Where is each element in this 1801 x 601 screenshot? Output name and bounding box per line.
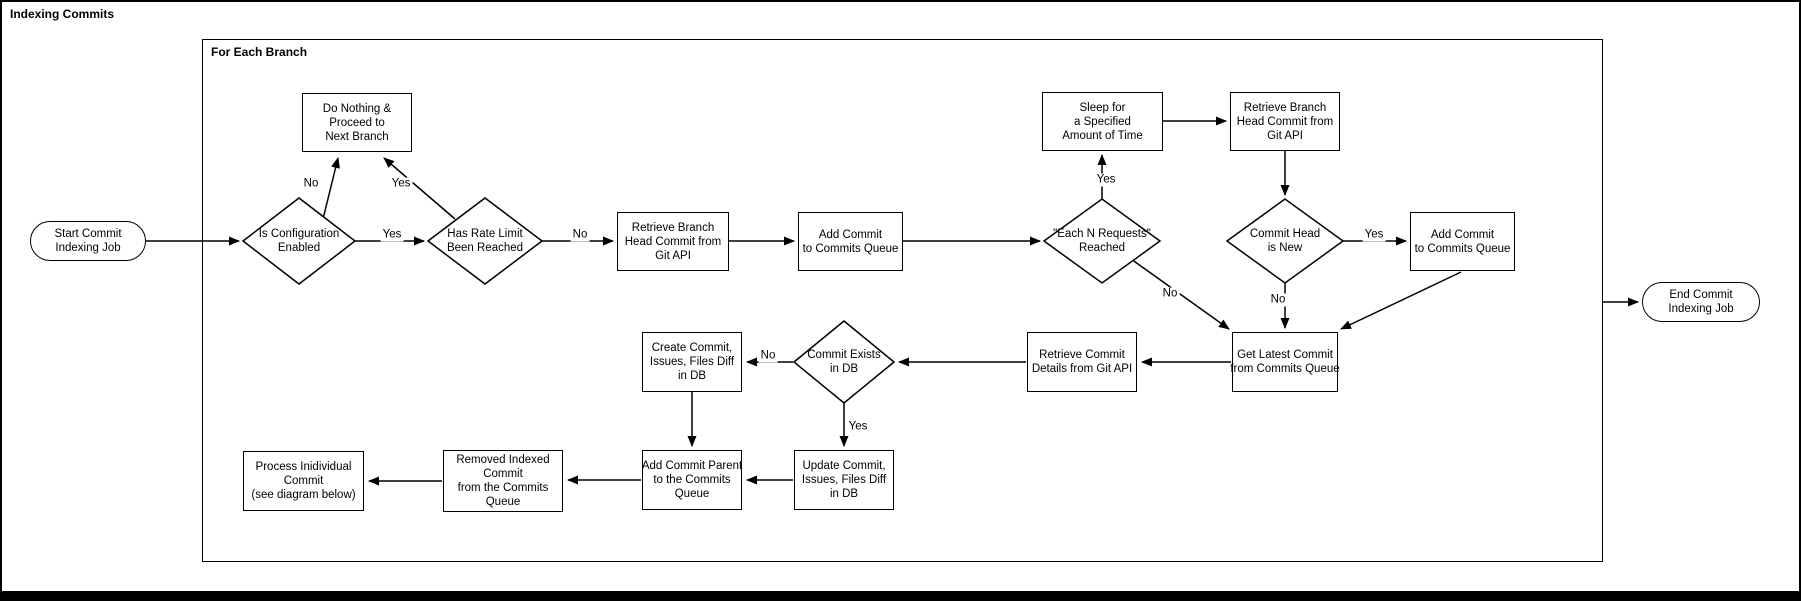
process-add-commit-to-queue-2[interactable]: Add Commit to Commits Queue [1410, 212, 1515, 271]
node-text-line: "Each N Requests" [1053, 228, 1151, 240]
decision-commit-head-is-new[interactable]: Commit Head is New [1233, 213, 1337, 269]
node-text-line: Add Commit Parent [641, 460, 743, 472]
edge-label-head-new-yes: Yes [1362, 228, 1386, 242]
for-each-branch-container[interactable]: For Each Branch [202, 39, 1603, 562]
node-text-line: Commit Exists [807, 349, 881, 361]
process-individual-commit[interactable]: Process Inidividual Commit (see diagram … [243, 451, 364, 511]
process-add-commit-to-queue-1[interactable]: Add Commit to Commits Queue [798, 212, 903, 271]
node-text-line: Sleep for [1079, 101, 1126, 114]
process-sleep[interactable]: Sleep for a Specified Amount of Time [1042, 92, 1163, 151]
node-text-line: Update Commit, [802, 460, 886, 472]
process-retrieve-commit-details[interactable]: Retrieve Commit Details from Git API [1027, 332, 1137, 392]
node-text-line: Amount of Time [1062, 129, 1143, 142]
decision-is-configuration-enabled[interactable]: Is Configuration Enabled [249, 213, 349, 269]
node-text-line: in DB [829, 363, 859, 375]
node-text-line: Been Reached [446, 242, 524, 254]
process-get-latest-commit[interactable]: Get Latest Commit from Commits Queue [1230, 332, 1340, 392]
node-text-line: Proceed to [329, 116, 385, 129]
node-text-line: Indexing Job [1668, 303, 1734, 315]
edge-label-config-no: No [301, 177, 321, 191]
node-text-line: Get Latest Commit [1237, 349, 1333, 361]
decision-each-n-requests[interactable]: "Each N Requests" Reached [1040, 213, 1164, 269]
node-text-line: Head Commit from [1236, 115, 1334, 128]
edge-label-config-yes: Yes [380, 228, 404, 242]
node-text-line: in DB [677, 370, 707, 382]
node-text-line: to Commits Queue [802, 242, 899, 255]
start-node[interactable]: Start Commit Indexing Job [30, 221, 146, 261]
node-text-line: Has Rate Limit [447, 228, 523, 240]
node-text-line: Add Commit [1430, 228, 1495, 241]
node-text-line: Process Inidividual [255, 461, 352, 473]
decision-commit-exists-in-db[interactable]: Commit Exists in DB [796, 334, 892, 390]
process-update-commit-db[interactable]: Update Commit, Issues, Files Diff in DB [794, 450, 894, 510]
node-text-line: (see diagram below) [251, 489, 356, 501]
node-text-line: Queue [485, 496, 521, 508]
node-text-line: Issues, Files Diff [801, 474, 887, 486]
end-node[interactable]: End Commit Indexing Job [1642, 282, 1760, 322]
node-text-line: is New [1267, 242, 1303, 254]
edge-label-each-n-yes: Yes [1094, 173, 1118, 187]
node-text-line: Commit Head [1249, 228, 1321, 240]
edge-label-each-n-no: No [1160, 287, 1180, 301]
node-text-line: Create Commit, [651, 342, 733, 354]
process-create-commit-db[interactable]: Create Commit, Issues, Files Diff in DB [642, 332, 742, 392]
process-do-nothing[interactable]: Do Nothing & Proceed to Next Branch [302, 93, 412, 152]
window-bottom-edge [2, 591, 1799, 599]
node-text-line: Queue [674, 488, 710, 500]
node-text-line: to Commits Queue [1414, 242, 1511, 255]
node-text-line: Retrieve Branch [1243, 101, 1327, 114]
node-text-line: Add Commit [818, 228, 883, 241]
decision-has-rate-limit[interactable]: Has Rate Limit Been Reached [432, 213, 538, 269]
node-text-line: Do Nothing & [322, 102, 392, 115]
edge-label-exists-yes: Yes [846, 420, 870, 434]
node-text-line: in DB [829, 488, 859, 500]
diagram-title: Indexing Commits [10, 7, 115, 21]
node-text-line: Commit [483, 468, 523, 480]
node-text-line: from Commits Queue [1230, 363, 1340, 375]
node-text-line: Retrieve Commit [1039, 349, 1125, 361]
node-text-line: from the Commits [457, 482, 549, 494]
node-text-line: Git API [1267, 129, 1303, 142]
process-add-commit-parent[interactable]: Add Commit Parent to the Commits Queue [642, 450, 742, 510]
node-text-line: Is Configuration [258, 228, 340, 240]
node-text-line: Git API [655, 249, 691, 262]
node-text-line: Next Branch [325, 130, 389, 143]
node-text-line: Start Commit [54, 228, 122, 240]
node-text-line: End Commit [1669, 289, 1733, 301]
node-text-line: to the Commits [653, 474, 731, 486]
edge-label-exists-no: No [758, 349, 778, 363]
node-text-line: Reached [1078, 242, 1126, 254]
node-text-line: Retrieve Branch [631, 221, 715, 234]
edge-label-rate-no: No [570, 228, 590, 242]
node-text-line: Commit [283, 475, 324, 487]
node-text-line: Indexing Job [55, 242, 121, 254]
node-text-line: Head Commit from [624, 235, 722, 248]
node-text-line: a Specified [1074, 115, 1131, 128]
process-remove-indexed-commit[interactable]: Removed Indexed Commit from the Commits … [443, 450, 563, 512]
node-text-line: Issues, Files Diff [649, 356, 735, 368]
node-text-line: Details from Git API [1031, 363, 1133, 375]
node-text-line: Enabled [277, 242, 321, 254]
edge-label-head-new-no: No [1268, 293, 1288, 307]
container-label: For Each Branch [211, 45, 308, 59]
process-retrieve-branch-head-2[interactable]: Retrieve Branch Head Commit from Git API [1230, 92, 1340, 151]
edge-label-rate-yes: Yes [389, 177, 413, 191]
node-text-line: Removed Indexed [456, 454, 550, 466]
process-retrieve-branch-head-1[interactable]: Retrieve Branch Head Commit from Git API [617, 212, 729, 271]
